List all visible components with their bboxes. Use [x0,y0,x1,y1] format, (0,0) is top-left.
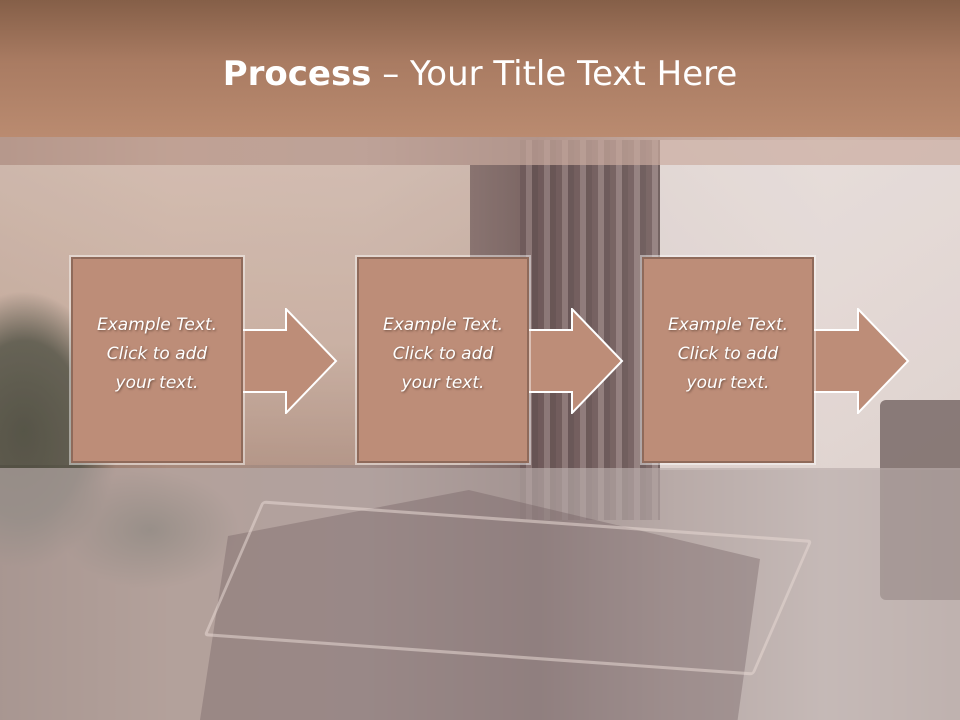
slide-title[interactable]: Process – Your Title Text Here [0,50,960,98]
title-band [0,0,960,137]
step-text-3[interactable]: Example Text. Click to add your text. [667,315,789,393]
title-subband [0,137,960,165]
bottom-overlay [0,468,960,720]
arrow-3-icon[interactable] [812,308,910,414]
arrow-2-icon[interactable] [526,308,624,414]
step-box-3[interactable] [642,257,814,463]
step-box-1[interactable] [71,257,243,463]
step-box-2[interactable] [357,257,529,463]
step-text-1[interactable]: Example Text. Click to add your text. [96,315,218,393]
step-text-2[interactable]: Example Text. Click to add your text. [382,315,504,393]
title-rest: – Your Title Text Here [371,54,738,94]
arrow-1-icon[interactable] [240,308,338,414]
title-bold: Process [222,54,372,94]
